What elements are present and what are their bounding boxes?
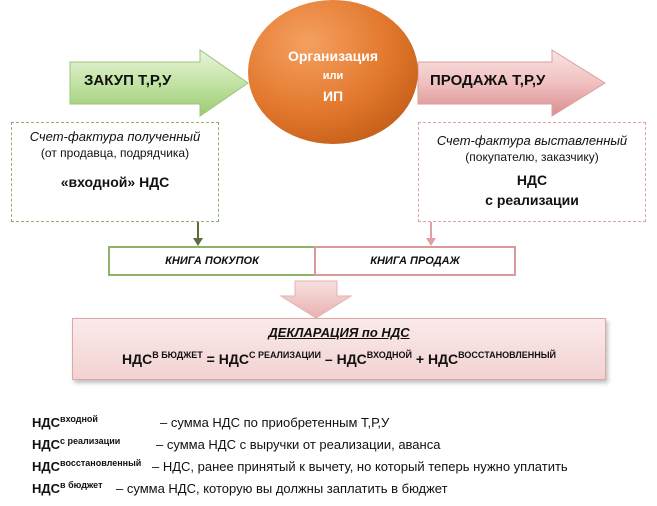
sales-book: КНИГА ПРОДАЖ — [314, 246, 516, 276]
formula-term-sales: НДС — [218, 351, 249, 367]
formula-plus: + — [411, 351, 428, 367]
organization-circle — [248, 0, 418, 144]
formula-sup-input: ВХОДНОЙ — [366, 350, 412, 360]
invoice-issued-title: Счет-фактура выставленный — [436, 133, 628, 148]
legend-desc-budget: – сумма НДС, которую вы должны заплатить… — [116, 481, 448, 496]
legend-row-input: НДСвходной – сумма НДС по приобретенным Т… — [32, 414, 389, 430]
legend-desc-restored: – НДС, ранее принятый к вычету, но котор… — [152, 459, 568, 474]
declaration-title: ДЕКЛАРАЦИЯ по НДС — [268, 325, 410, 340]
formula-sup-budget: В БЮДЖЕТ — [152, 350, 203, 360]
sales-vat-line2: с реализации — [485, 192, 579, 208]
purchase-label: ЗАКУП Т,Р,У — [84, 72, 172, 89]
legend-term-budget: НДСв бюджет — [32, 480, 103, 496]
legend-term-restored: НДСвосстановленный — [32, 458, 142, 474]
legend-term-input: НДСвходной — [32, 414, 98, 430]
legend-row-budget: НДСв бюджет – сумма НДС, которую вы должн… — [32, 480, 448, 496]
organization-line1: Организация — [287, 48, 379, 64]
sales-vat-line1: НДС — [516, 172, 548, 188]
legend-desc-input: – сумма НДС по приобретенным Т,Р,У — [160, 415, 390, 430]
purchase-arrow — [69, 49, 249, 117]
legend-row-sales: НДСс реализации – сумма НДС с выручки от … — [32, 436, 440, 452]
formula-term-input: НДС — [336, 351, 367, 367]
formula-sup-restored: ВОССТАНОВЛЕННЫЙ — [458, 350, 557, 360]
formula-term-budget: НДС — [121, 351, 153, 367]
invoice-received-subtitle: (от продавца, подрядчика) — [40, 146, 190, 160]
legend-term-sales: НДСс реализации — [32, 436, 121, 452]
sale-label: ПРОДАЖА Т,Р,У — [430, 72, 546, 89]
formula-term-restored: НДС — [427, 351, 459, 367]
invoice-received-title: Счет-фактура полученный — [29, 129, 201, 144]
formula-minus: – — [321, 351, 337, 367]
organization-line2: или — [322, 70, 344, 82]
invoice-issued-box: Счет-фактура выставленный (покупателю, з… — [418, 122, 646, 222]
input-vat-label: «входной» НДС — [60, 174, 170, 190]
invoice-received-box: Счет-фактура полученный (от продавца, по… — [11, 122, 219, 222]
purchase-book: КНИГА ПОКУПОК — [108, 246, 316, 276]
organization-label: Организация или ИП — [263, 46, 403, 106]
down-arrow — [279, 280, 353, 319]
legend-desc-sales: – сумма НДС с выручки от реализации, ава… — [156, 437, 441, 452]
formula-equals: = — [202, 351, 219, 367]
organization-line3: ИП — [322, 88, 344, 104]
invoice-issued-subtitle: (покупателю, заказчику) — [465, 150, 599, 164]
sale-arrow — [417, 49, 606, 117]
vat-formula: НДСВ БЮДЖЕТ = НДСС РЕАЛИЗАЦИИ – НДСВХОДН… — [73, 350, 605, 367]
vat-declaration-box: ДЕКЛАРАЦИЯ по НДС НДСВ БЮДЖЕТ = НДСС РЕА… — [72, 318, 606, 380]
formula-sup-sales: С РЕАЛИЗАЦИИ — [248, 350, 321, 360]
legend-row-restored: НДСвосстановленный – НДС, ранее принятый … — [32, 458, 568, 474]
